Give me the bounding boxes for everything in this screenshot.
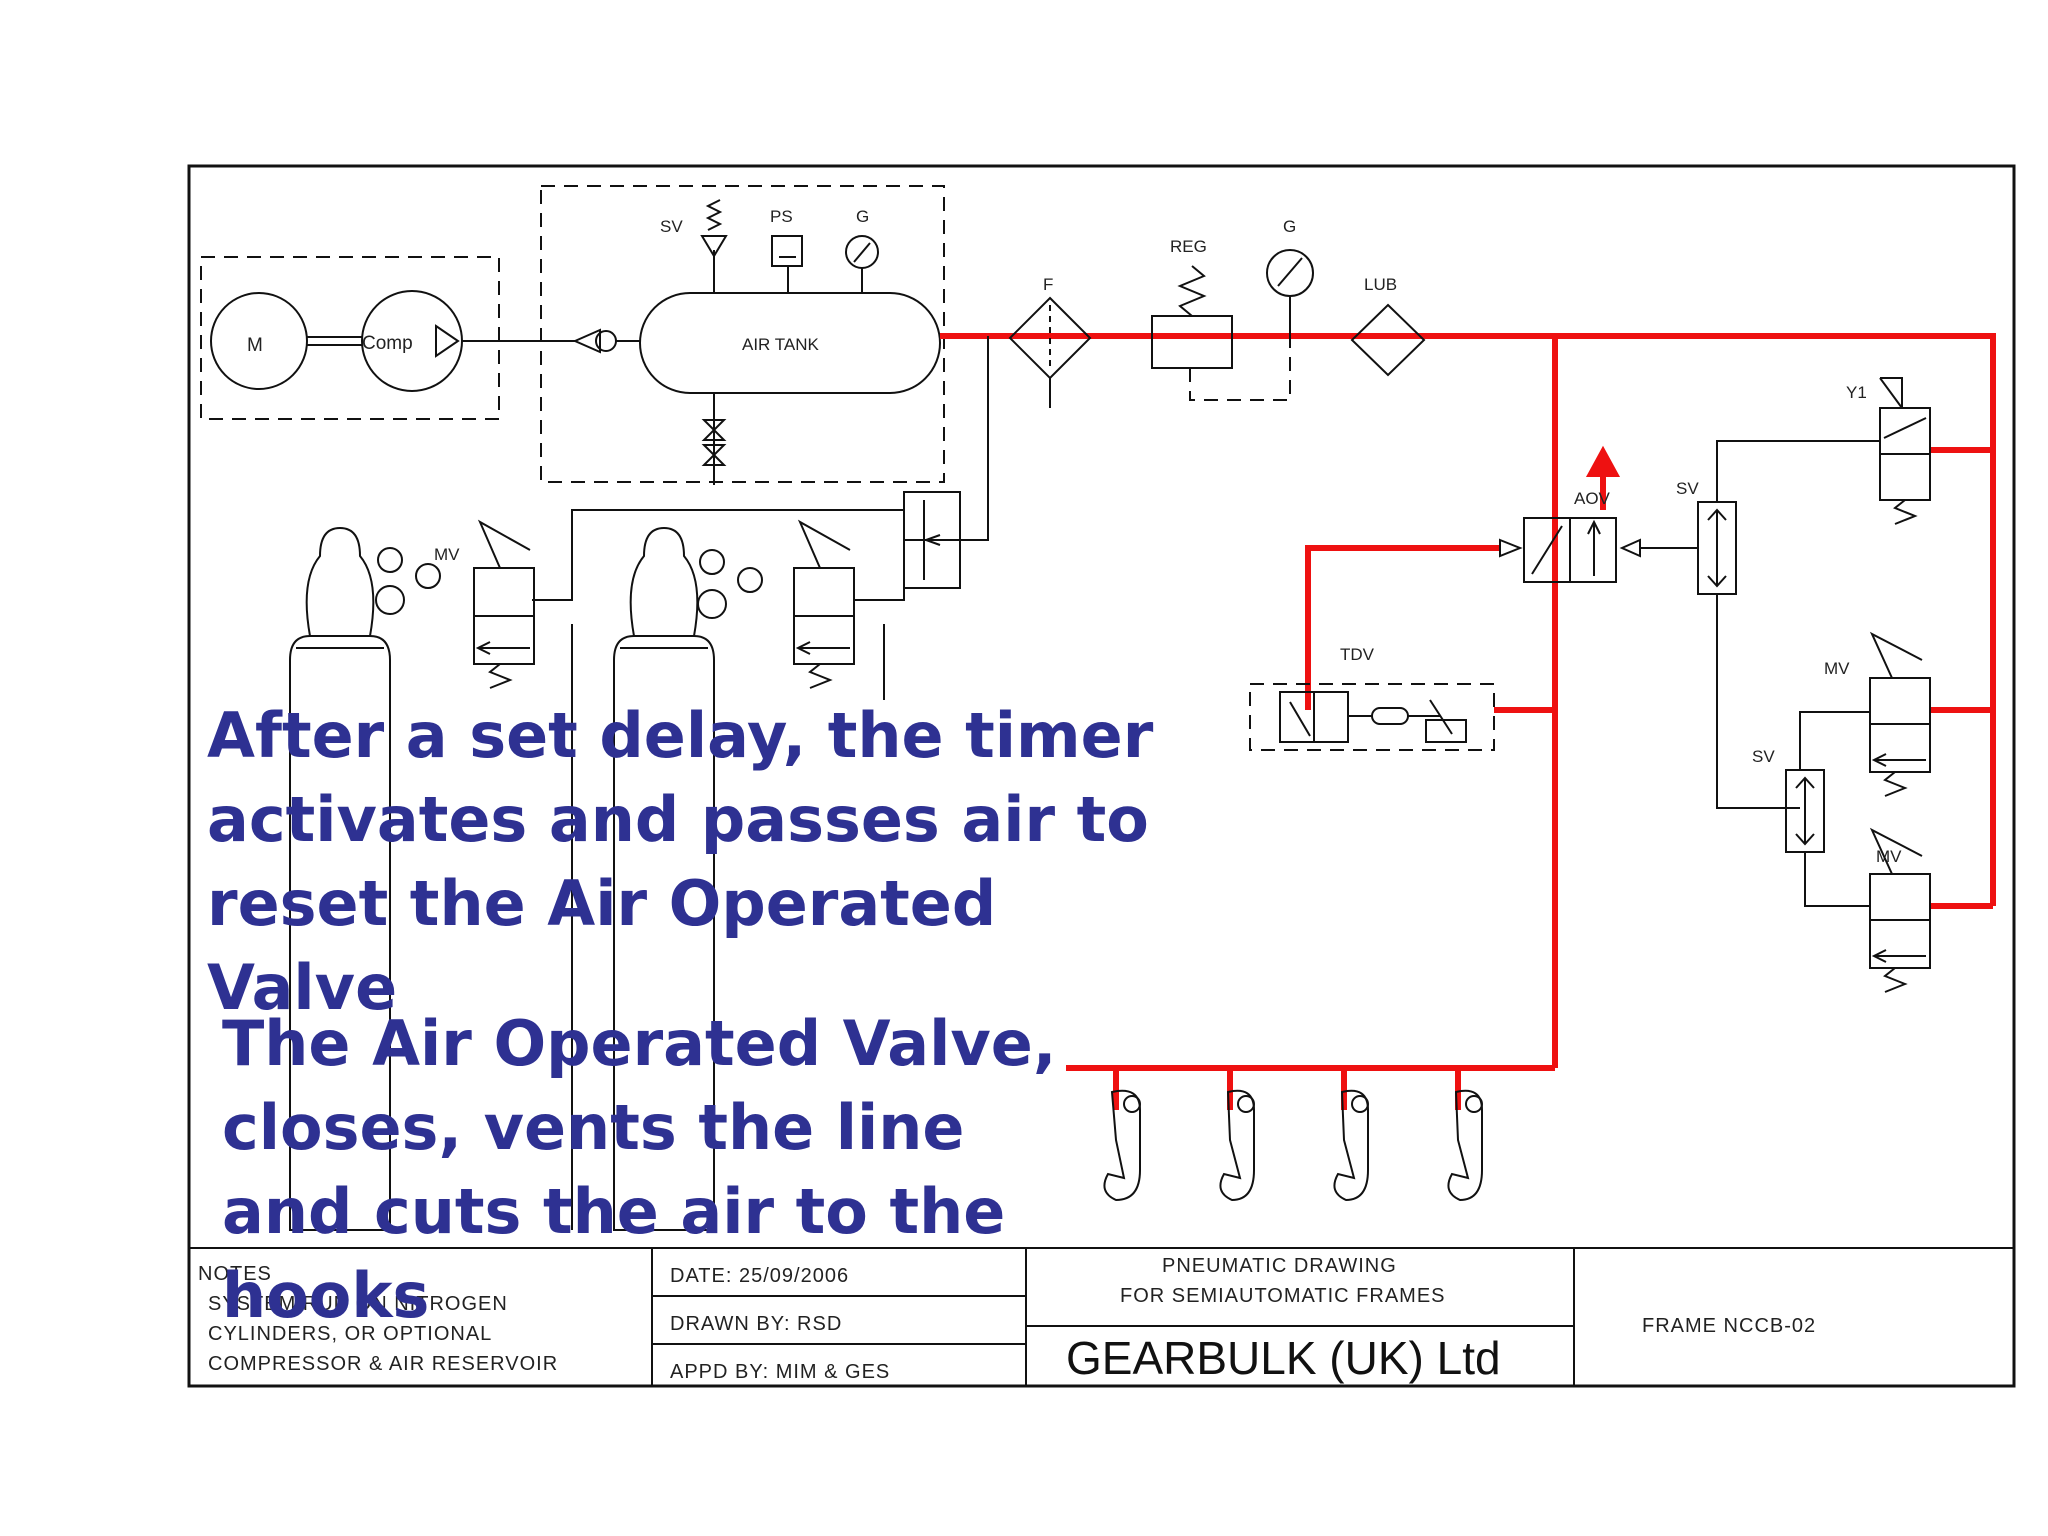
manual-valve-left-1-arrow [475, 641, 530, 655]
notes-line-2: CYLINDERS, OR OPTIONAL [208, 1323, 492, 1345]
manual-valve-left-1-lever [477, 519, 531, 569]
shuttle-top-to-y1 [1716, 440, 1880, 502]
cylinder-left-gauge-2 [415, 563, 441, 589]
tank-gauge-needle [853, 242, 871, 263]
approved-by: APPD BY: MIM & GES [670, 1361, 890, 1383]
filter-label: F [1043, 275, 1053, 294]
cylinder-right-gauge-1 [699, 549, 725, 575]
caption-timer-delay: After a set delay, the timer activates a… [207, 699, 1154, 1024]
manual-valve-left-2-spring [808, 663, 833, 689]
shuttle-top-to-shuttle-bottom [1716, 594, 1800, 809]
safety-valve-symbol [700, 199, 728, 258]
manual-valve-right-top-arrow [1871, 753, 1926, 767]
notes-line-3: COMPRESSOR & AIR RESERVOIR [208, 1353, 558, 1375]
compressor-arrow [435, 324, 460, 358]
y1-solenoid [1879, 377, 1903, 409]
hook-2 [1219, 1068, 1255, 1202]
manual-valve-left-2-arrow [795, 641, 850, 655]
regulator-label: REG [1170, 237, 1207, 256]
shuttle-valve-top-body [1707, 508, 1727, 588]
drawing-number: FRAME NCCB-02 [1642, 1315, 1816, 1337]
lubricator-label: LUB [1364, 275, 1397, 294]
line-gauge-needle [1277, 257, 1303, 287]
compressor-group-box [200, 256, 500, 420]
notes-line-1: SYSTEM RUN ON NITROGEN [208, 1293, 508, 1315]
manual-valve-right-top-lever [1869, 631, 1923, 679]
cylinder-left-regulator [375, 585, 405, 615]
compressor-label: Comp [362, 333, 413, 354]
motor-label: M [247, 335, 263, 356]
exhaust-arrow [1585, 445, 1621, 510]
shuttle-valve-bottom-body [1795, 776, 1815, 846]
y1-label: Y1 [1846, 383, 1867, 402]
hook-1 [1103, 1068, 1141, 1202]
drawing-title-line-1: PNEUMATIC DRAWING [1162, 1255, 1397, 1277]
motor-symbol [210, 292, 308, 390]
manual-valve-right-bottom-lever [1869, 827, 1923, 875]
y1-arrow [1883, 417, 1927, 439]
tdv-check [1425, 719, 1467, 743]
company-name: GEARBULK (UK) Ltd [1066, 1332, 1501, 1384]
aov-right-arrow [1587, 519, 1601, 576]
air-tank-group-box [540, 185, 945, 483]
drawing-border [187, 164, 2016, 1388]
tdv-orifice [1371, 707, 1409, 725]
cylinder-left-gauge-1 [377, 547, 403, 573]
aov-pilot-right [1619, 538, 1641, 558]
manual-valve-right-top-spring [1883, 771, 1908, 797]
tdv-label: TDV [1340, 645, 1375, 664]
caption-aov-closes: The Air Operated Valve, closes, vents th… [222, 1007, 1057, 1332]
active-line-pilot [1305, 545, 1500, 710]
pressure-switch-label: PS [770, 207, 793, 226]
notes-heading: NOTES [198, 1263, 272, 1285]
shuttle-valve-top-label: SV [1676, 479, 1699, 498]
regulator-pilot [1189, 336, 1291, 401]
nitrogen-cylinder-right-neck [629, 526, 699, 637]
manual-valve-right-bottom-label: MV [1876, 847, 1902, 866]
aov-pilot-left [1499, 538, 1523, 558]
mv-top-to-shuttle [1786, 711, 1870, 771]
drawing-title-line-2: FOR SEMIAUTOMATIC FRAMES [1120, 1285, 1446, 1307]
line-gauge-label: G [1283, 217, 1296, 236]
lubricator-symbol [1350, 303, 1426, 377]
tdv-valve-arrow [1289, 701, 1311, 737]
tdv-flow-control [1408, 699, 1453, 735]
cylinder-right-gauge-2 [737, 567, 763, 593]
cylinder-right-regulator [697, 589, 727, 619]
manual-valve-left-label: MV [434, 545, 460, 564]
nitrogen-cylinder-left-neck [305, 526, 375, 637]
regulator-symbol [1151, 315, 1233, 369]
regulator-spring [1177, 265, 1207, 317]
manual-valve-right-top-label: MV [1824, 659, 1850, 678]
air-tank-label: AIR TANK [742, 335, 819, 354]
tank-gauge-label: G [856, 207, 869, 226]
manual-valve-left-2-lever [797, 519, 851, 569]
air-tank-symbol [639, 292, 941, 394]
aov-left-arrow [1531, 525, 1563, 575]
shuttle-valve-bottom-label: SV [1752, 747, 1775, 766]
manual-valve-right-bottom-spring [1883, 967, 1908, 993]
pilot-valve-left-arrow [923, 500, 941, 580]
drawing-date: DATE: 25/09/2006 [670, 1265, 849, 1287]
safety-valve-label: SV [660, 217, 683, 236]
manual-valve-right-bottom-arrow [1871, 949, 1926, 963]
tank-to-valve-line [960, 336, 989, 541]
cylinder-manifold-line [532, 509, 904, 601]
aov-label: AOV [1574, 489, 1611, 508]
drawn-by: DRAWN BY: RSD [670, 1313, 842, 1335]
shuttle-bottom-to-mv [1804, 852, 1870, 907]
manual-valve-left-2-outlet [854, 588, 905, 601]
y1-spring [1893, 499, 1918, 525]
tank-gauge-symbol [845, 235, 879, 269]
tank-drain-valve [701, 419, 727, 466]
check-valve-symbol [572, 328, 601, 354]
timer-delay-valve-box [1249, 683, 1495, 751]
hook-3 [1333, 1068, 1369, 1202]
hook-4 [1447, 1068, 1483, 1202]
line-gauge-symbol [1266, 249, 1314, 297]
pressure-switch-symbol [771, 235, 803, 267]
manual-valve-left-1-spring [488, 663, 513, 689]
